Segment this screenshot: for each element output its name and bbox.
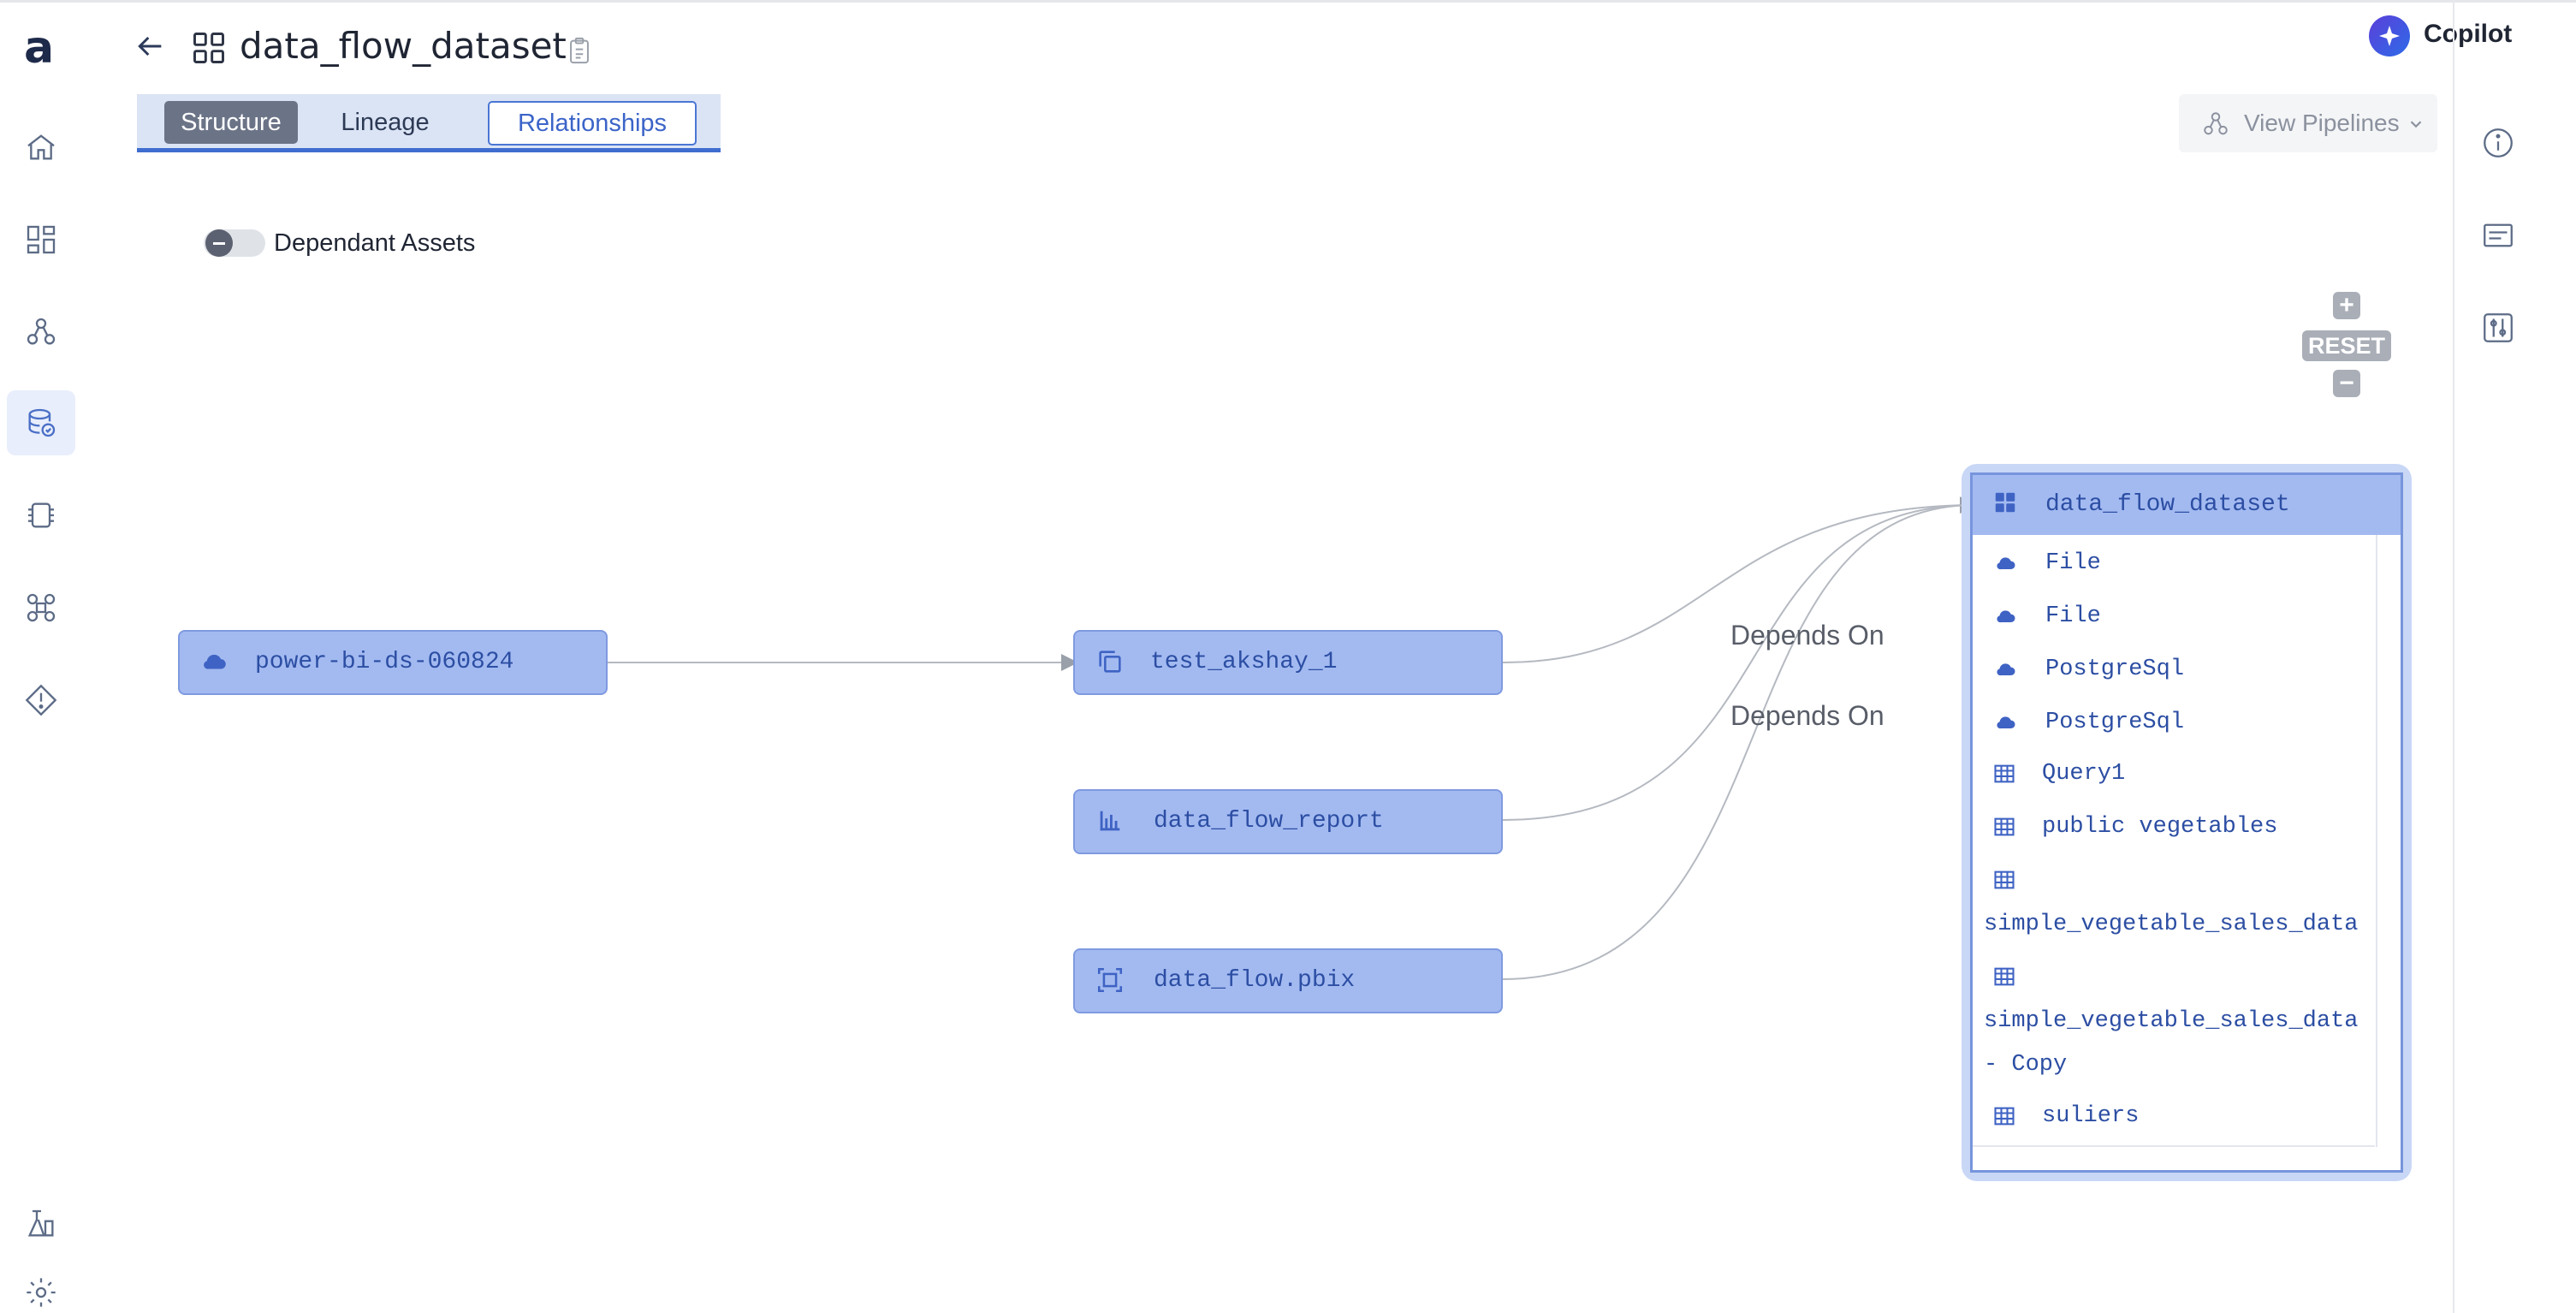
settings-gear-icon[interactable]: [24, 1275, 58, 1310]
table-icon: [1994, 967, 2015, 986]
dataset-item-continued[interactable]: - Copy: [1984, 1052, 2068, 1078]
edge-pbix-to-dataset: [1502, 504, 1974, 980]
reset-button[interactable]: RESET: [2302, 330, 2391, 361]
dataset-scrollbar-track[interactable]: [2376, 535, 2377, 1147]
frame-icon: [1097, 967, 1123, 993]
copilot-sparkle-icon[interactable]: [2369, 15, 2410, 56]
table-icon: [1994, 1107, 2015, 1126]
node-label: data_flow.pbix: [1154, 967, 1356, 994]
cloud-icon: [1997, 557, 2015, 570]
dataset-item[interactable]: PostgreSql: [2045, 656, 2185, 682]
dataset-grid-icon: [193, 33, 224, 63]
sparkle-icon: [2379, 26, 2400, 46]
pipelines-icon: [2204, 112, 2228, 135]
dashboard-icon[interactable]: [24, 223, 58, 257]
dataset-item[interactable]: public vegetables: [2042, 814, 2278, 840]
node-label: data_flow_report: [1154, 808, 1384, 835]
sidebar-active-highlight: [7, 390, 75, 455]
dataset-item[interactable]: PostgreSql: [2045, 710, 2185, 735]
pipelines-icon[interactable]: [24, 315, 58, 349]
tab-relationships[interactable]: Relationships: [488, 101, 697, 146]
node-label: test_akshay_1: [1150, 649, 1338, 675]
copy-clipboard-icon[interactable]: [565, 34, 594, 67]
bar-chart-icon: [1100, 811, 1120, 831]
chevron-down-icon: [2410, 121, 2422, 128]
view-pipelines-dropdown[interactable]: [2179, 94, 2437, 152]
home-icon[interactable]: [24, 130, 58, 164]
edge-label: Depends On: [1730, 700, 1885, 731]
database-icon[interactable]: [24, 406, 58, 440]
dataset-node[interactable]: [1970, 472, 2403, 1173]
cloud-icon: [204, 654, 226, 669]
right-rail-divider: [2453, 0, 2454, 1313]
dataset-list-bottom-border: [1973, 1145, 2375, 1147]
table-icon: [1994, 817, 2015, 836]
tab-structure[interactable]: Structure: [164, 101, 298, 144]
details-card-icon[interactable]: [2480, 217, 2516, 253]
cloud-icon: [1997, 610, 2015, 623]
top-border: [0, 0, 2576, 3]
dataset-item[interactable]: suliers: [2042, 1103, 2140, 1129]
dataset-node-title: data_flow_dataset: [2045, 491, 2290, 518]
app-logo[interactable]: a: [24, 22, 55, 74]
node-data-flow-report[interactable]: data_flow_report: [1073, 789, 1503, 854]
toggle-knob: [205, 229, 233, 257]
filters-icon[interactable]: [2480, 310, 2516, 346]
dataset-item[interactable]: File: [2045, 550, 2101, 576]
dataset-node-header[interactable]: [1973, 475, 2401, 535]
node-test-akshay[interactable]: test_akshay_1: [1073, 630, 1503, 695]
zoom-in-button[interactable]: +: [2333, 292, 2360, 319]
cloud-icon: [1997, 663, 2015, 676]
dataset-item[interactable]: File: [2045, 603, 2101, 629]
node-data-flow-pbix[interactable]: data_flow.pbix: [1073, 948, 1503, 1013]
dependant-assets-label: Dependant Assets: [274, 229, 476, 257]
info-icon[interactable]: [2480, 125, 2516, 161]
back-arrow-icon[interactable]: [133, 29, 167, 63]
command-icon[interactable]: [24, 591, 58, 625]
copilot-button[interactable]: Copilot: [2424, 20, 2513, 48]
page-title: data_flow_dataset: [240, 25, 567, 67]
dataset-item[interactable]: Query1: [2042, 761, 2126, 787]
table-icon: [1994, 870, 2015, 889]
view-pipelines-label: View Pipelines: [2244, 110, 2400, 136]
lab-flask-icon[interactable]: [24, 1207, 58, 1241]
cloud-icon: [1997, 716, 2015, 729]
dataset-item[interactable]: simple_vegetable_sales_data: [1984, 1008, 2359, 1034]
zoom-out-button[interactable]: −: [2333, 370, 2360, 397]
view-tabs: Structure Lineage Relationships: [137, 94, 721, 152]
edge-label: Depends On: [1730, 620, 1885, 651]
dataset-item[interactable]: simple_vegetable_sales_data: [1984, 912, 2359, 937]
node-label: power-bi-ds-060824: [255, 649, 514, 675]
table-icon: [1994, 764, 2015, 783]
alert-icon[interactable]: [24, 683, 58, 717]
tab-lineage[interactable]: Lineage: [341, 109, 430, 136]
chip-icon[interactable]: [24, 498, 58, 532]
dataset-grid-icon: [1995, 492, 2015, 513]
node-power-bi-ds[interactable]: power-bi-ds-060824: [178, 630, 608, 695]
edge-report-to-dataset: [1502, 504, 1974, 821]
copy-icon: [1099, 651, 1121, 673]
